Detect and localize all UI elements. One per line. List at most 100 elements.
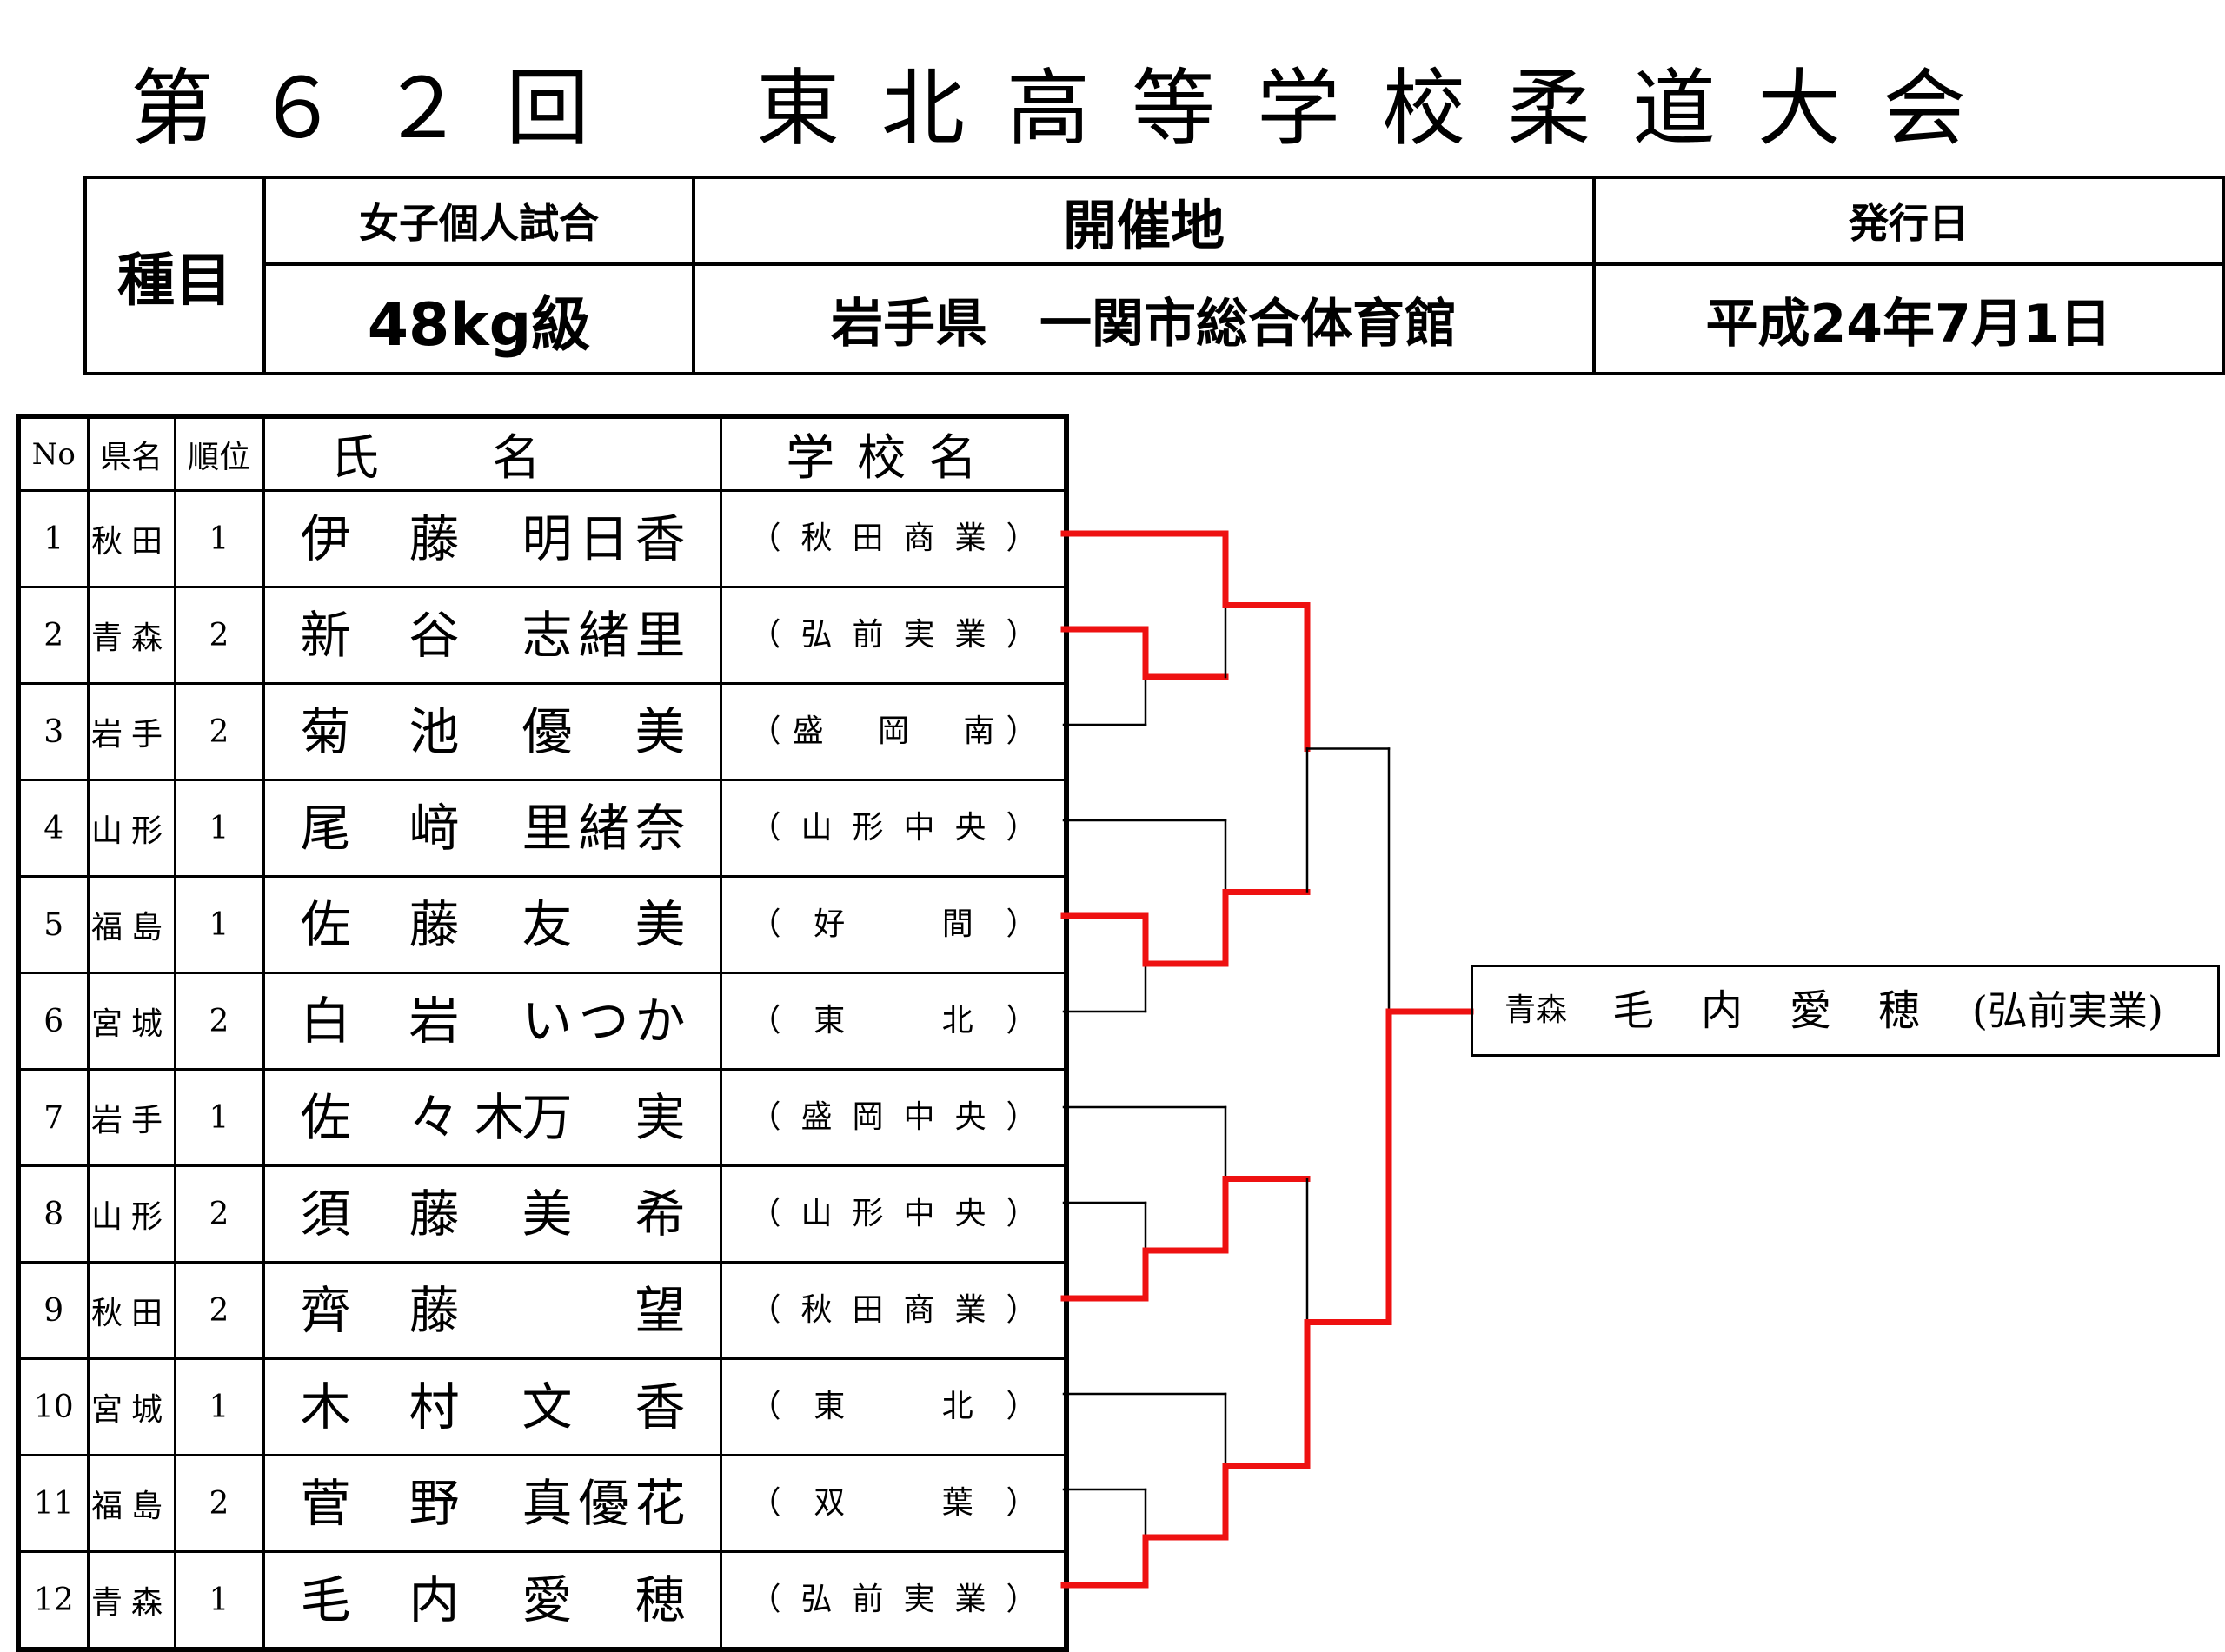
school-char: 弘 (800, 617, 833, 653)
row-pref: 宮城 (86, 1357, 176, 1456)
row-school: （東北） (720, 972, 1068, 1071)
header-school: 学校名 (720, 415, 1068, 492)
school-char: 田 (852, 1292, 884, 1328)
name-char: 望 (634, 1281, 686, 1340)
header-no: No (17, 415, 90, 492)
row-rank: 2 (173, 972, 265, 1071)
row-pref: 福島 (86, 1454, 176, 1553)
row-rank: 1 (173, 779, 265, 878)
row-rank: 1 (173, 489, 265, 588)
header-rank: 順位 (173, 415, 265, 492)
row-school: （弘前実業） (720, 1550, 1068, 1651)
row-pref: 青森 (86, 586, 176, 685)
name-char: 谷 (408, 606, 460, 665)
row-no: 7 (17, 1068, 90, 1167)
winner-school: (弘前実業) (1972, 987, 2163, 1034)
row-pref: 山形 (86, 1164, 176, 1264)
school-char: 業 (954, 1582, 986, 1617)
name-char: 愛 (521, 1570, 573, 1629)
row-school: （山形中央） (720, 1164, 1068, 1264)
school-char: 弘 (800, 1582, 833, 1617)
school-char: 盛 (800, 1099, 833, 1135)
name-char: 尾 (300, 799, 351, 858)
row-pref: 青森 (86, 1550, 176, 1651)
name-char: い (521, 992, 573, 1051)
school-char: 好 (814, 906, 846, 942)
school-char: ） (1006, 1292, 1038, 1328)
row-pref: 福島 (86, 875, 176, 974)
name-char: 美 (634, 702, 686, 761)
school-char: （ (749, 1292, 781, 1328)
school-char: ） (1006, 617, 1038, 653)
school-char: 業 (954, 1292, 986, 1328)
name-char: 内 (408, 1570, 460, 1629)
table-header-row: No 県名 順位 氏名 学校名 (17, 415, 1068, 492)
school-char: 形 (852, 1196, 884, 1231)
name-char: 佐 (300, 1088, 351, 1147)
name-char: 佐 (300, 895, 351, 954)
school-char: ） (1006, 1485, 1038, 1521)
row-school: （盛岡中央） (720, 1068, 1068, 1167)
row-school: （ 東 北 ） (720, 1357, 1068, 1456)
school-char: 山 (800, 810, 833, 846)
row-rank: 2 (173, 1164, 265, 1264)
school-char: 田 (852, 521, 884, 556)
row-no: 10 (17, 1357, 90, 1456)
school-char: 東 (814, 1389, 846, 1424)
row-name: 須藤美希 (262, 1164, 722, 1264)
name-char: 文 (521, 1377, 573, 1436)
name-char: 日 (578, 509, 629, 568)
name-char: 齊 (300, 1281, 351, 1340)
school-char: 双 (814, 1485, 846, 1521)
name-char: つ (578, 992, 629, 1051)
school-char: （ (749, 1389, 781, 1424)
school-char: （ (749, 1099, 781, 1135)
name-char: 藤 (408, 1281, 460, 1340)
school-char: （ (749, 521, 781, 556)
row-no: 9 (17, 1261, 90, 1360)
school-char: 実 (903, 617, 935, 653)
name-char: 須 (300, 1184, 351, 1244)
row-no: 2 (17, 586, 90, 685)
venue-value: 岩手県 一関市総合体育館 (692, 262, 1596, 375)
row-school: （双葉） (720, 1454, 1068, 1553)
row-name: 伊藤明日香 (262, 489, 722, 588)
school-char: （ (749, 1003, 781, 1038)
school-char: （ (749, 1582, 781, 1617)
name-char: 緒 (578, 799, 629, 858)
row-school: （秋田商業） (720, 489, 1068, 588)
school-char: ） (1006, 1389, 1038, 1424)
date-header: 発行日 (1592, 176, 2225, 266)
name-char: 﨑 (408, 799, 460, 858)
school-char: ） (1006, 521, 1038, 556)
header-name: 氏名 (262, 415, 722, 492)
school-char: 北 (941, 1389, 973, 1424)
name-char: 白 (300, 992, 351, 1051)
name-char: 藤 (408, 895, 460, 954)
row-school: （秋田商業） (720, 1261, 1068, 1360)
school-char: 秋 (800, 521, 833, 556)
school-char: 岡 (852, 1099, 884, 1135)
winner-box: 青森 毛内愛穂 (弘前実業) (1471, 965, 2220, 1057)
school-char: 岡 (877, 713, 910, 749)
row-rank: 1 (173, 1357, 265, 1456)
row-name: 佐藤友美 (262, 875, 722, 974)
row-rank: 2 (173, 682, 265, 781)
row-no: 11 (17, 1454, 90, 1553)
row-pref: 岩手 (86, 1068, 176, 1167)
row-no: 8 (17, 1164, 90, 1264)
school-char: ） (1006, 810, 1038, 846)
school-char: 業 (954, 521, 986, 556)
name-char: 美 (634, 895, 686, 954)
name-char: 毛 (300, 1570, 351, 1629)
school-char: 中 (903, 1099, 935, 1135)
school-char: 業 (954, 617, 986, 653)
school-char: 北 (941, 1003, 973, 1038)
date-value: 平成24年7月1日 (1592, 262, 2225, 375)
